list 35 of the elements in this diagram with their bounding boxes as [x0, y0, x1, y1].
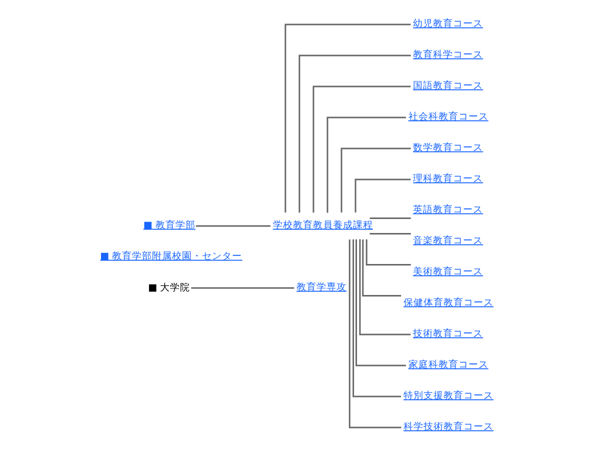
node-text: 学校教育教員養成課程 — [272, 220, 373, 231]
node-text: 理科教育コース — [413, 173, 484, 184]
connector — [284, 24, 411, 212]
connector — [366, 239, 411, 266]
connector — [359, 239, 411, 336]
node-text: 英語教育コース — [413, 204, 484, 216]
node-text: 保健体育教育コース — [403, 297, 494, 308]
node-text: 技術教育コース — [413, 328, 484, 340]
node-text: 音楽教育コース — [413, 235, 484, 246]
node-text: ■ 大学院 — [148, 282, 190, 294]
connector — [191, 287, 294, 289]
node-text: 幼児教育コース — [413, 18, 484, 30]
connector — [326, 116, 406, 213]
connector — [370, 218, 411, 219]
node-text: 社会科教育コース — [408, 111, 488, 122]
node-text: 特別支援教育コース — [403, 390, 494, 402]
connector — [340, 148, 411, 212]
connector — [196, 225, 270, 227]
node-text: 数学教育コース — [413, 142, 484, 154]
node-text: 家庭科教育コース — [408, 359, 488, 370]
node-text: 教育学専攻 — [296, 282, 346, 293]
node-text: 科学技術教育コース — [403, 421, 494, 432]
node-text: 教育科学コース — [413, 49, 484, 60]
connector — [362, 239, 402, 296]
connector — [312, 86, 411, 213]
connector — [352, 239, 402, 398]
connector — [354, 178, 411, 213]
node-text: ■ 教育学部 — [143, 220, 196, 231]
connector — [348, 240, 402, 428]
node-text: 美術教育コース — [413, 266, 484, 278]
connector — [298, 54, 411, 213]
node-text: ■ 教育学部附属校園・センター — [100, 250, 242, 262]
connector — [370, 233, 411, 234]
node-text: 国語教育コース — [413, 80, 484, 92]
connector — [356, 239, 406, 366]
